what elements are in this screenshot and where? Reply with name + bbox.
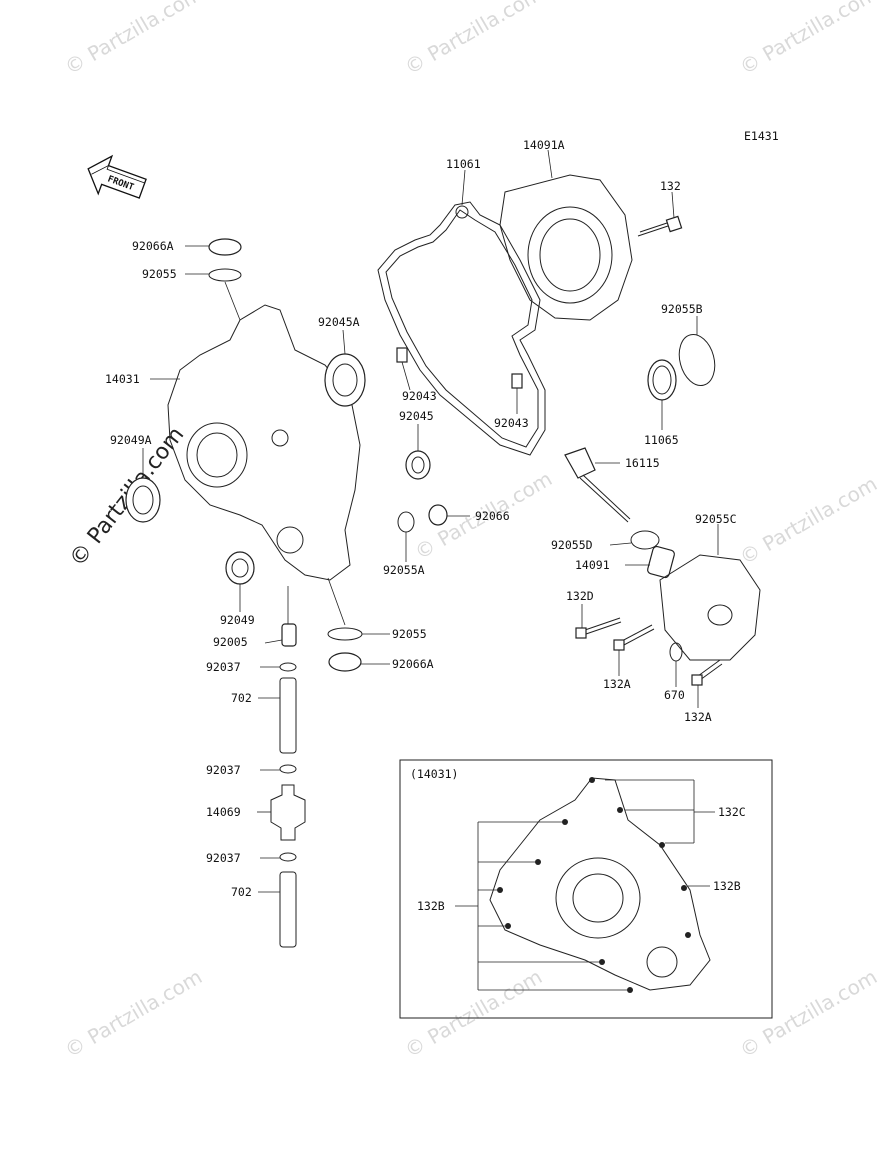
part-label: 16115 xyxy=(625,456,660,470)
seal-92049A xyxy=(125,477,161,523)
part-label: 92066A xyxy=(392,657,434,671)
bolt-132 xyxy=(637,221,671,237)
part-label: 132B xyxy=(417,899,445,913)
cover-92055C xyxy=(659,554,761,661)
inset-label: (14031) xyxy=(410,767,458,781)
watermark: © Partzilla.com xyxy=(401,0,547,79)
filter-14069 xyxy=(270,784,306,841)
front-arrow-icon: FRONT xyxy=(87,154,147,199)
inset-box: (14031) xyxy=(399,759,773,1019)
part-shapes xyxy=(125,174,761,948)
bearing-92045A xyxy=(324,353,366,407)
part-label: 14091 xyxy=(575,558,610,572)
watermark: © Partzilla.com xyxy=(736,0,882,79)
part-label: 92005 xyxy=(213,635,248,649)
diagram-code: E1431 xyxy=(744,129,779,143)
oring-92055A xyxy=(397,511,415,533)
part-label: 92055B xyxy=(661,302,703,316)
leader-lines xyxy=(142,149,719,893)
watermark: © Partzilla.com xyxy=(736,471,882,569)
part-label: 92055 xyxy=(392,627,427,641)
part-label: 92055 xyxy=(142,267,177,281)
bolt-132A-b xyxy=(697,659,723,681)
oring-670 xyxy=(669,642,683,662)
part-label: 92043 xyxy=(494,416,529,430)
oring-92055B xyxy=(678,334,716,386)
part-label: 14069 xyxy=(206,805,241,819)
part-label: 92037 xyxy=(206,660,241,674)
part-label: 92049 xyxy=(220,613,255,627)
plug-92066A-bottom xyxy=(328,652,362,672)
clamp-92037-a xyxy=(279,662,297,672)
part-label: 11065 xyxy=(644,433,679,447)
oring-92055-top xyxy=(208,268,242,282)
clamp-92037-c xyxy=(279,852,297,862)
hose-702-b xyxy=(279,871,297,948)
plug-92066 xyxy=(428,504,448,526)
watermark: © Partzilla.com xyxy=(61,964,207,1062)
part-label: 702 xyxy=(231,691,252,705)
bolt-132D xyxy=(584,617,622,635)
oring-92055-bottom xyxy=(327,627,363,641)
clamp-92037-b xyxy=(279,764,297,774)
part-label: 11061 xyxy=(446,157,481,171)
part-label: 132D xyxy=(566,589,594,603)
part-label: 132 xyxy=(660,179,681,193)
part-label: 92055A xyxy=(383,563,425,577)
watermark: © Partzilla.com xyxy=(401,964,547,1062)
part-label: 702 xyxy=(231,885,252,899)
part-label: 92055D xyxy=(551,538,593,552)
pipe-14091 xyxy=(647,545,675,579)
part-label: 92055C xyxy=(695,512,737,526)
part-label: 92066A xyxy=(132,239,174,253)
part-label: 92045A xyxy=(318,315,360,329)
part-label: 132A xyxy=(684,710,712,724)
seal-92049 xyxy=(225,551,255,585)
plug-92066A-top xyxy=(208,238,242,256)
part-label: 14091A xyxy=(523,138,565,152)
bolt-132A-a xyxy=(619,624,655,647)
cover-14031 xyxy=(167,304,361,581)
dowel-92043-b xyxy=(511,373,523,389)
part-label: 14031 xyxy=(105,372,140,386)
part-label: 132B xyxy=(713,879,741,893)
dowel-92043-a xyxy=(396,347,408,363)
fitting-92005 xyxy=(281,623,297,647)
part-label: 92037 xyxy=(206,763,241,777)
part-label: 132A xyxy=(603,677,631,691)
part-label: 92043 xyxy=(402,389,437,403)
part-label: 670 xyxy=(664,688,685,702)
part-label: 92066 xyxy=(475,509,510,523)
dipstick-16115 xyxy=(564,447,596,479)
plate-14091A xyxy=(499,174,633,321)
part-label: 92037 xyxy=(206,851,241,865)
hose-702-a xyxy=(279,677,297,754)
part-label: 92045 xyxy=(399,409,434,423)
bearing-92045 xyxy=(405,450,431,480)
oring-92055D xyxy=(630,530,660,550)
part-labels: 11061 14091A 132 92066A 92055 92045A 140… xyxy=(105,138,746,913)
gasket-11061 xyxy=(377,201,546,456)
watermark: © Partzilla.com xyxy=(61,0,207,79)
watermark: © Partzilla.com xyxy=(736,964,882,1062)
part-label: 92049A xyxy=(110,433,152,447)
part-label: 132C xyxy=(718,805,746,819)
